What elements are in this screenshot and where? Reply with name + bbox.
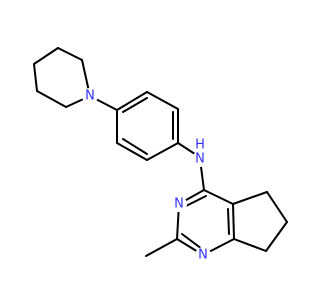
bond [57, 47, 83, 61]
molecule-structure: N N H N N [33, 47, 288, 263]
bond [232, 203, 235, 240]
atom-label-layer: N N H N N [82, 88, 211, 263]
label-bg [171, 196, 187, 212]
nitrogen-atom: N [85, 89, 95, 104]
label-bg [193, 138, 207, 152]
bond [203, 189, 234, 205]
bond [116, 91, 148, 111]
bond [227, 208, 230, 235]
bond [266, 191, 288, 223]
bond [265, 221, 288, 252]
bond [36, 90, 67, 108]
bond [146, 91, 179, 110]
bond [33, 47, 59, 65]
bond [33, 63, 38, 92]
bond [122, 97, 148, 113]
bond [116, 142, 148, 161]
bond-layer [33, 47, 288, 257]
bond [232, 191, 268, 205]
nitrogen-atom: N [174, 197, 184, 212]
label-bg [192, 151, 208, 167]
bond [146, 142, 179, 161]
label-bg [195, 247, 211, 263]
nitrogen-atom: N [198, 248, 208, 263]
bond [181, 233, 203, 250]
label-bg [82, 88, 98, 104]
bond [233, 238, 267, 252]
bond [122, 138, 148, 155]
nitrogen-atom: N [195, 152, 205, 167]
bond [183, 195, 207, 208]
bond [145, 238, 178, 257]
hydrogen-atom: H [195, 138, 205, 153]
